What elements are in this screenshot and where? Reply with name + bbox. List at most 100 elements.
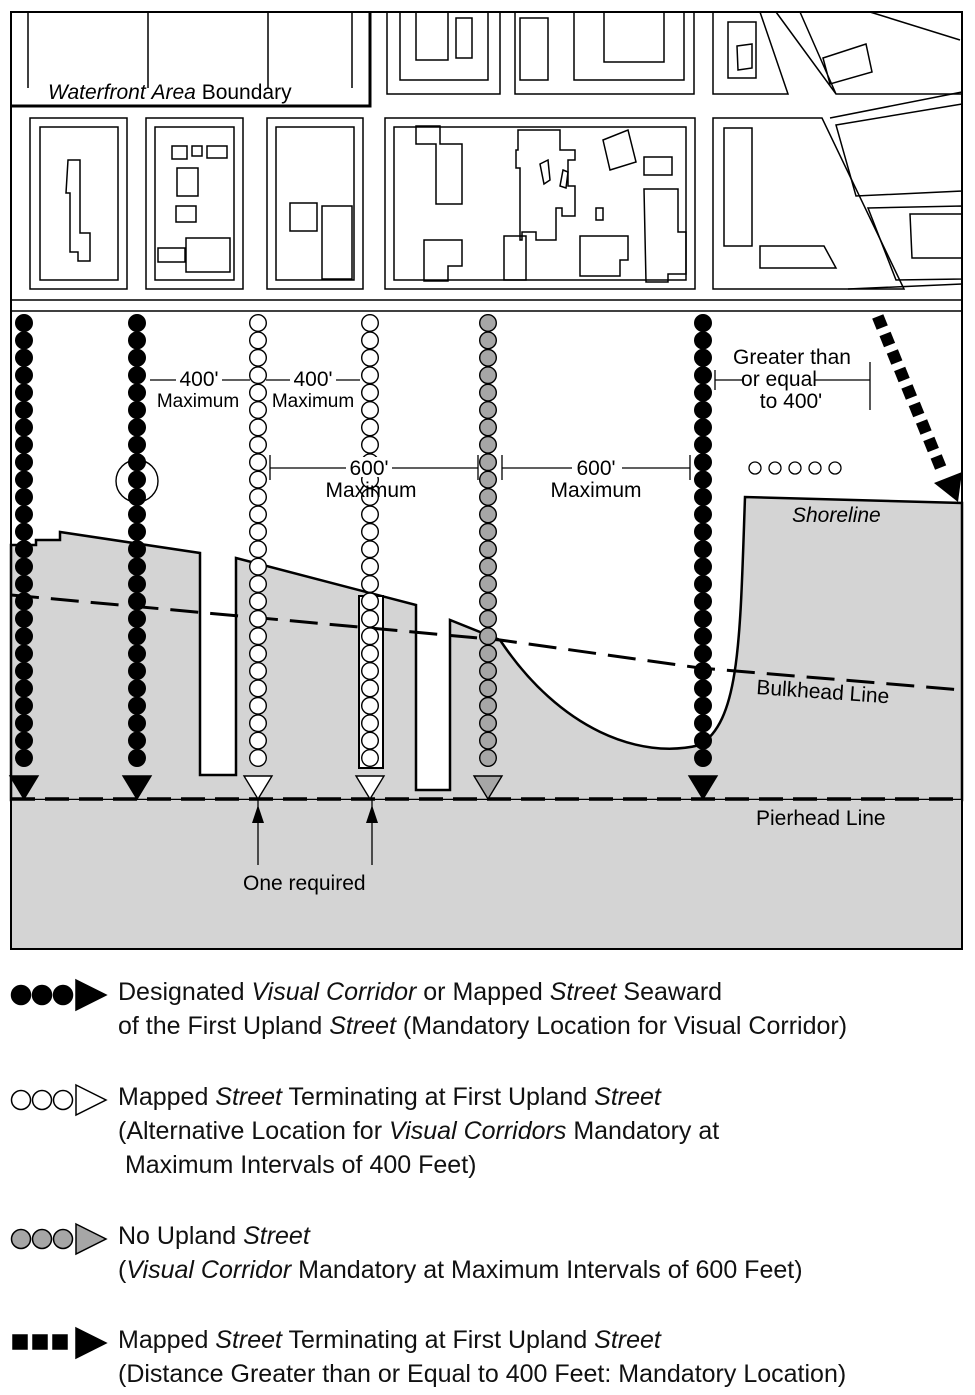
corridor-dot (248, 540, 267, 559)
corridor-dot (361, 522, 380, 541)
diagonal-square (908, 401, 925, 418)
corridor-dot (248, 488, 267, 507)
legend-symbol-mark (10, 1228, 32, 1250)
corridor-dot (694, 331, 713, 350)
mapped-street-white-1 (242, 314, 274, 801)
corridor-arrowhead (687, 775, 719, 801)
legend-arrowhead (75, 1326, 108, 1360)
corridor-dot (479, 575, 498, 594)
corridor-dot (361, 540, 380, 559)
corridor-dot (127, 609, 146, 628)
corridor-arrowhead (8, 775, 40, 801)
legend-text-segment: or Mapped (416, 978, 550, 1006)
legend-italic-term: Visual Corridor (126, 1256, 292, 1284)
corridor-dot (479, 435, 498, 454)
corridor-dot (127, 522, 146, 541)
legend-italic-term: Street (215, 1326, 282, 1354)
legend-symbol-mark (31, 984, 53, 1006)
diagonal-arrowhead (934, 472, 962, 502)
corridor-dot (479, 731, 498, 750)
corridor-dot (14, 627, 34, 646)
waterfront-diagram: Waterfront Area Boundary 400' Maximum 40… (8, 11, 964, 950)
corridor-dot (127, 592, 146, 611)
corridor-dot (14, 662, 34, 681)
corridor-dot (694, 644, 713, 663)
corridor-dot (127, 627, 146, 646)
spacing-600-max-b: Maximum (550, 479, 641, 502)
corridor-dot (361, 557, 380, 576)
corridor-dot (479, 348, 498, 367)
legend-text-segment: Terminating at First Upland (282, 1326, 595, 1354)
legend-item-mandatory-location: Mapped Street Terminating at First Uplan… (0, 1323, 975, 1395)
spacing-400-label-b: 400' (293, 368, 332, 391)
spacing-400-label-a: 400' (179, 368, 218, 391)
gte-400-line2: or equal (741, 368, 817, 391)
legend-symbol-mark (52, 1228, 74, 1250)
legend-symbol-mark (10, 1089, 32, 1111)
corridor-dot (479, 314, 498, 333)
legend-arrowhead (75, 1222, 108, 1256)
minor-street-dot (808, 461, 822, 475)
corridor-dot (248, 522, 267, 541)
legend-symbol-mark (52, 1334, 68, 1350)
corridor-dot (248, 348, 267, 367)
corridor-dot (479, 557, 498, 576)
diagonal-square (901, 384, 918, 400)
corridor-dot (694, 470, 713, 489)
no-upland-street-gray (472, 314, 504, 801)
corridor-dot (479, 366, 498, 385)
corridor-dot (361, 383, 380, 402)
minor-street-dot (748, 461, 762, 475)
corridor-dot (361, 348, 380, 367)
spacing-600-max-a: Maximum (325, 479, 416, 502)
legend-text-mandatory-location: Mapped Street Terminating at First Uplan… (118, 1323, 846, 1391)
legend-symbol-mark (31, 1228, 53, 1250)
corridor-dot (127, 453, 146, 472)
black-dots-arrow-icon (10, 978, 108, 1012)
corridor-dot (14, 488, 34, 507)
visual-corridor-black-1 (8, 314, 40, 801)
corridor-dot (14, 696, 34, 715)
legend-italic-term: Street (594, 1326, 661, 1354)
corridor-dot (248, 731, 267, 750)
waterfront-boundary (11, 12, 372, 108)
corridor-dot (127, 540, 146, 559)
corridor-dot (14, 731, 34, 750)
legend-line: No Upland Street (118, 1219, 803, 1253)
corridor-dot (127, 366, 146, 385)
corridor-dot (694, 540, 713, 559)
corridor-dot (361, 401, 380, 420)
spacing-600-label-b: 600' (576, 457, 615, 480)
corridor-dot (479, 383, 498, 402)
legend-line: Mapped Street Terminating at First Uplan… (118, 1323, 846, 1357)
corridor-dot (248, 609, 267, 628)
mapped-street-white-2 (354, 314, 386, 801)
shoreline-label: Shoreline (792, 504, 881, 527)
legend-text-alternative-location: Mapped Street Terminating at First Uplan… (118, 1080, 719, 1182)
legend-text-segment: Terminating at First Upland (282, 1083, 595, 1111)
corridor-dot (248, 435, 267, 454)
corridor-dot (479, 401, 498, 420)
corridor-dot (694, 314, 713, 333)
corridor-dot (361, 366, 380, 385)
corridor-dot (694, 592, 713, 611)
corridor-dot (361, 696, 380, 715)
corridor-dot (14, 401, 34, 420)
legend-symbol-mark (10, 984, 32, 1006)
spacing-600-label-a: 600' (349, 457, 388, 480)
corridor-dot (14, 575, 34, 594)
corridor-dot (248, 331, 267, 350)
diagonal-square (930, 454, 947, 470)
corridor-dot (248, 714, 267, 733)
corridor-dot (361, 627, 380, 646)
corridor-dot (14, 470, 34, 489)
white-dots-arrow-icon (10, 1083, 108, 1117)
corridor-dot (694, 488, 713, 507)
corridor-dot (127, 749, 146, 768)
corridor-dot (694, 401, 713, 420)
legend-line: Maximum Intervals of 400 Feet) (118, 1148, 719, 1182)
corridor-dot (14, 644, 34, 663)
diagonal-square (872, 314, 888, 330)
corridor-dot (248, 418, 267, 437)
corridor-dot (694, 505, 713, 524)
